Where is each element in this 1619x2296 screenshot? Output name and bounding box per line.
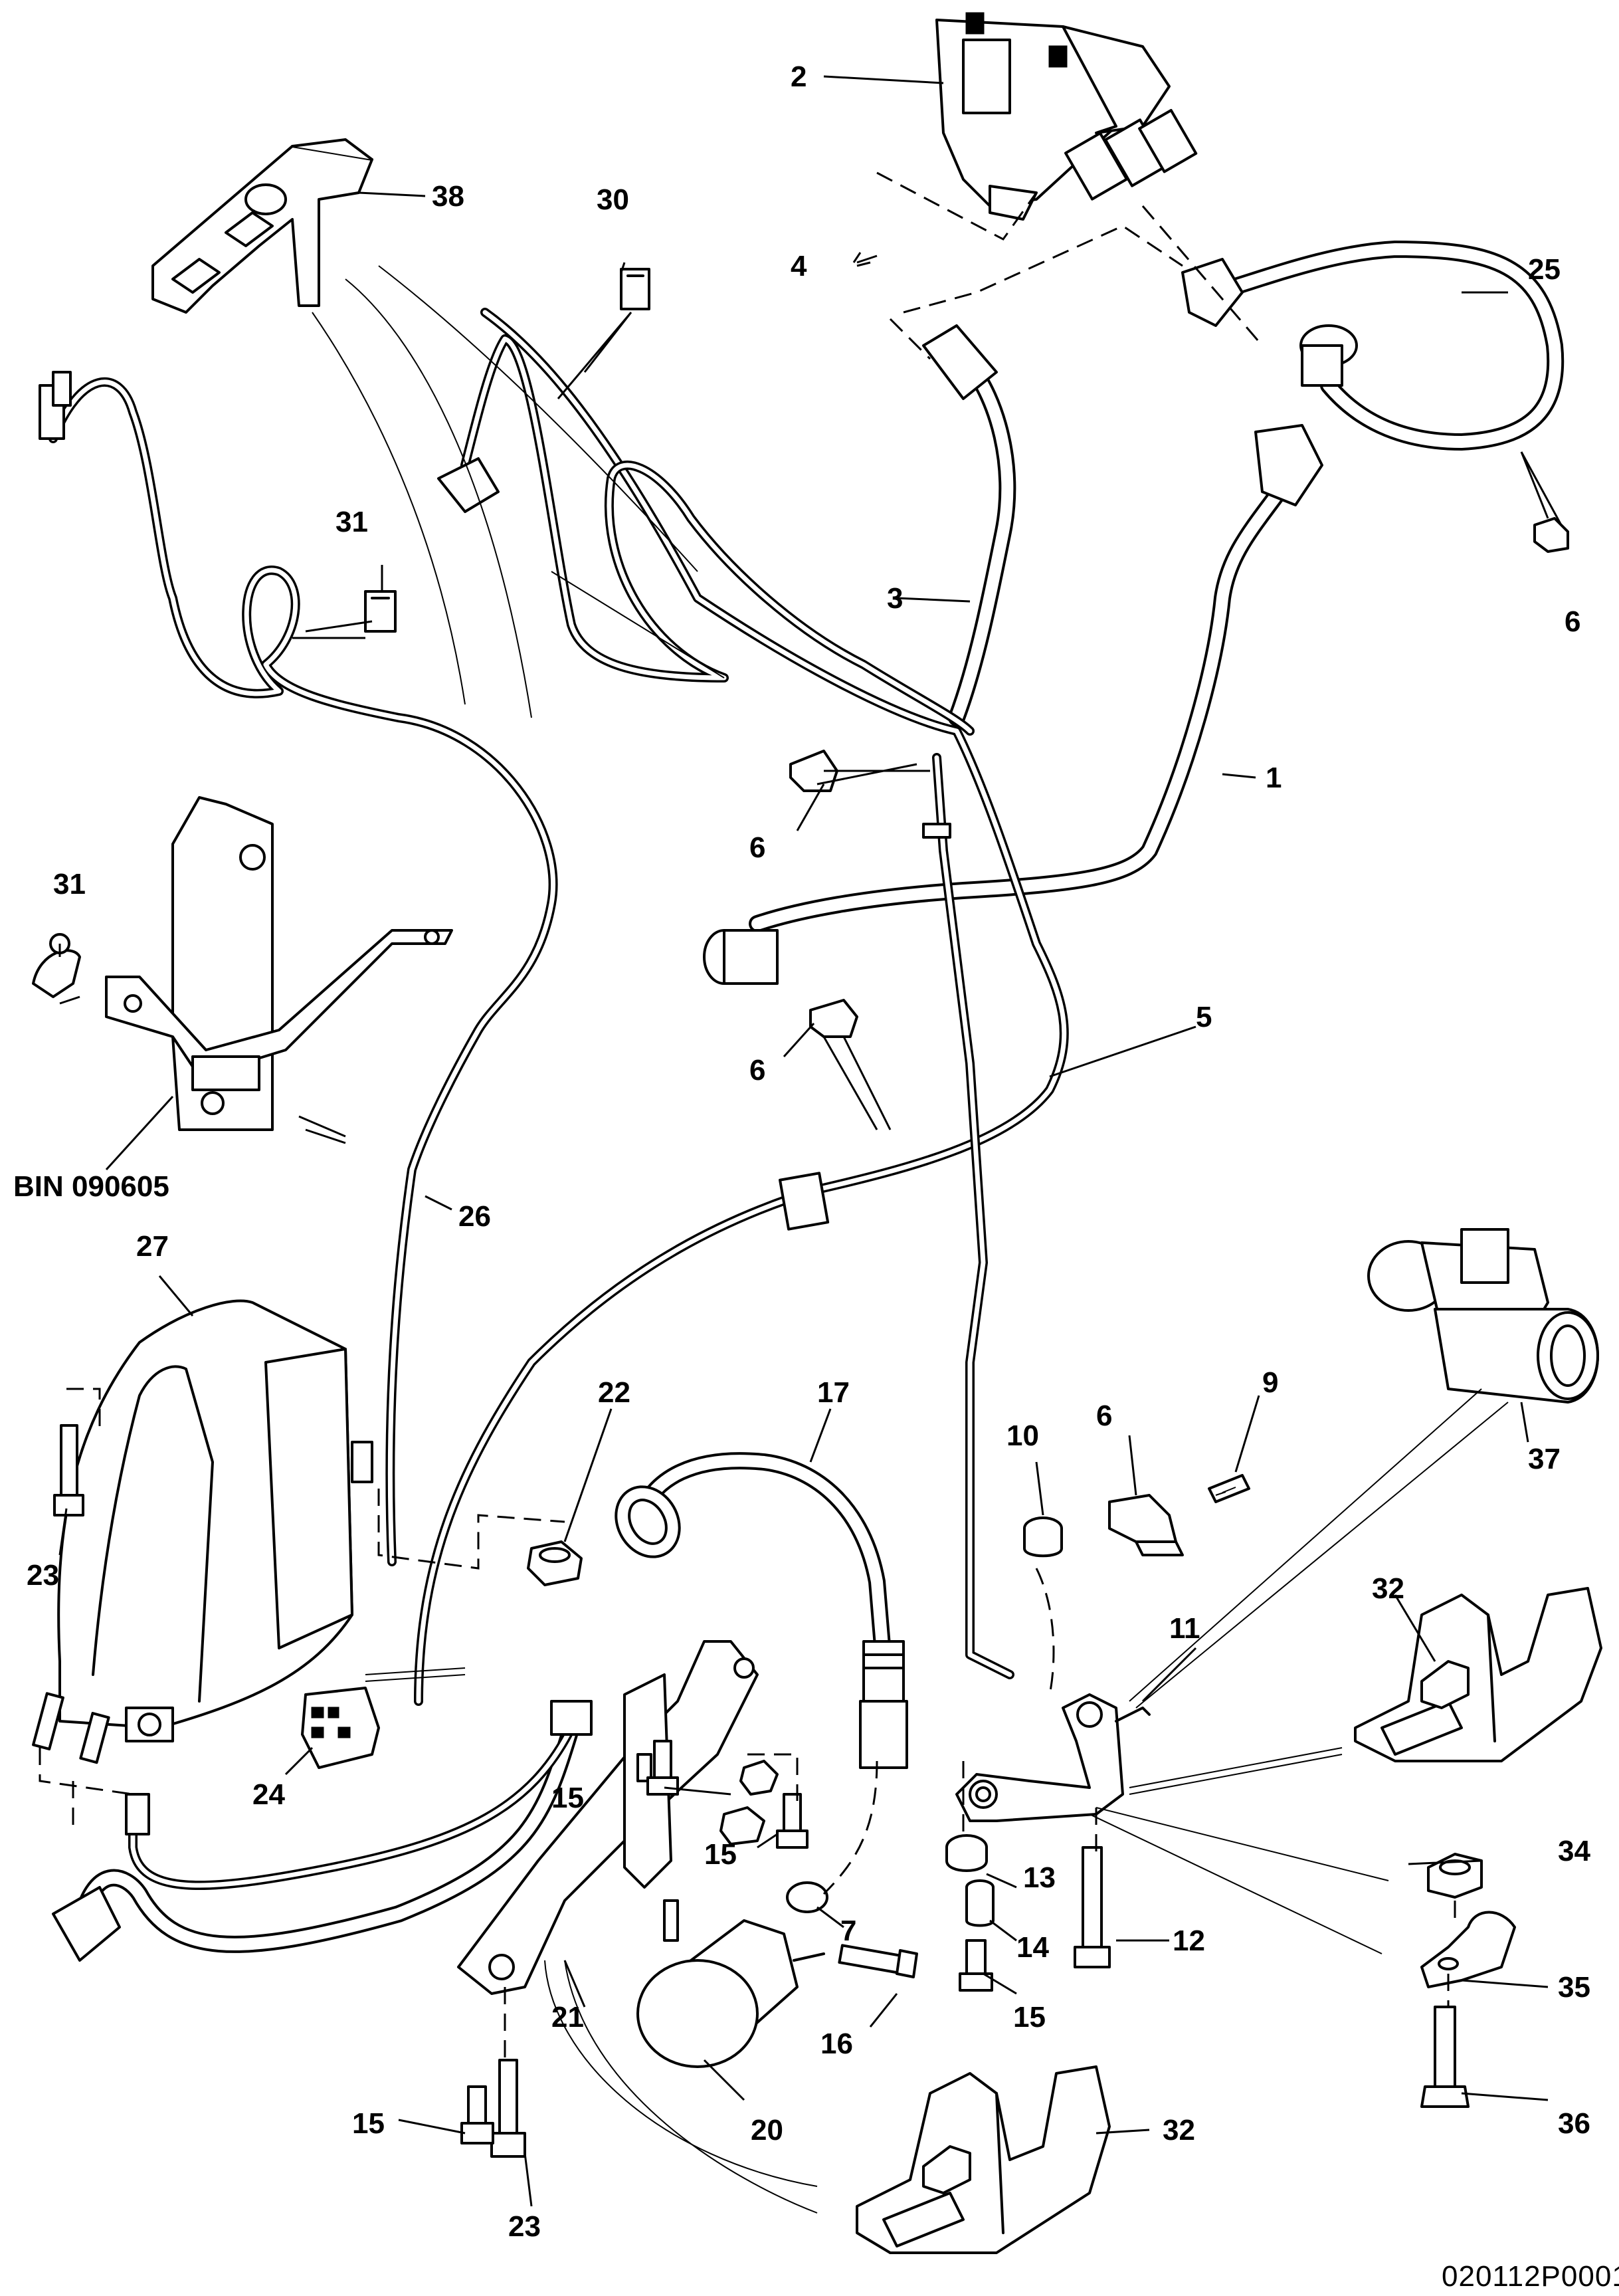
callout-labels: 2 38 30 4 25 31 3 6 1 6 31 5 6 BIN 09060…	[13, 60, 1619, 2293]
callout-25: 25	[1528, 253, 1561, 286]
part-23-bolt-upper	[53, 1424, 84, 1516]
callout-6-middle: 6	[749, 831, 765, 864]
part-30-clip	[620, 268, 650, 310]
callout-14: 14	[1016, 1931, 1049, 1964]
callout-15-b: 15	[704, 1838, 737, 1871]
callout-6-lower-middle: 6	[749, 1054, 765, 1087]
callout-5: 5	[1196, 1001, 1212, 1033]
part-14-spacer	[965, 1879, 995, 1927]
callout-11: 11	[1169, 1612, 1200, 1645]
part-31-clip-left	[32, 933, 81, 998]
leader-lines	[58, 75, 1563, 2207]
part-31-clip-upper	[364, 590, 397, 633]
callout-34: 34	[1558, 1835, 1590, 1867]
part-24-connector	[301, 1687, 380, 1769]
callout-27: 27	[136, 1230, 169, 1263]
part-13-grommet	[945, 1834, 988, 1872]
part-7-clip	[786, 1881, 828, 1913]
part-25-hose	[1181, 241, 1565, 451]
part-21-bracket	[457, 1640, 759, 1995]
callout-4: 4	[791, 250, 807, 282]
callout-31-left: 31	[53, 868, 86, 900]
part-15-bolt-b	[776, 1793, 809, 1849]
drawing-number: 020112P0001	[1442, 2260, 1619, 2293]
part-32-clamp-lower	[856, 2065, 1111, 2254]
callout-35: 35	[1558, 1971, 1590, 2004]
part-38-bracket	[151, 138, 373, 314]
part-34-nut	[1427, 1853, 1483, 1899]
part-15-nut-c	[719, 1760, 779, 1845]
callout-38: 38	[432, 180, 464, 213]
callout-15-d: 15	[352, 2107, 385, 2140]
part-1-hose	[703, 424, 1323, 985]
callout-36: 36	[1558, 2107, 1590, 2140]
part-16-bolt	[838, 1944, 918, 1978]
part-20-fuel-filter	[636, 1899, 825, 2068]
part-36-bolt	[1420, 2006, 1470, 2108]
callout-7: 7	[840, 1915, 856, 1947]
callout-15-a: 15	[551, 1782, 584, 1814]
callout-3: 3	[887, 582, 903, 615]
part-11-bracket	[955, 1693, 1151, 1822]
part-6-clip-lower-middle	[809, 999, 858, 1038]
callout-24: 24	[252, 1778, 285, 1811]
part-15-bolt-a	[646, 1740, 679, 1796]
part-26-pipe	[39, 371, 558, 1566]
alignment-lines	[39, 171, 1456, 2060]
callout-12: 12	[1173, 1925, 1205, 1957]
callout-32-lower: 32	[1163, 2114, 1195, 2146]
part-27-charcoal-canister	[32, 1299, 373, 1764]
callout-10: 10	[1006, 1419, 1039, 1452]
lower-hose	[52, 1700, 593, 1962]
part-10-sleeve	[1023, 1516, 1063, 1558]
part-23-bolt-lower	[490, 2059, 526, 2158]
callout-31-upper: 31	[335, 506, 368, 538]
callout-20: 20	[751, 2114, 783, 2146]
part-35-p-clamp	[1420, 1911, 1516, 1988]
part-5-pipe	[414, 308, 1069, 1706]
callout-15-c: 15	[1013, 2001, 1046, 2034]
part-15-bolt-right	[959, 1939, 993, 1992]
callout-1: 1	[1266, 762, 1282, 794]
part-37-electrical-connector	[1367, 1228, 1599, 1404]
part-6-clip-upper-right	[1533, 517, 1569, 553]
callout-9: 9	[1262, 1366, 1278, 1399]
callout-13: 13	[1023, 1861, 1056, 1894]
bin-bracket	[105, 796, 453, 1131]
guide-lines	[312, 265, 1509, 2214]
part-6-clip-lower	[1108, 1494, 1184, 1556]
loop-pipe	[437, 334, 975, 736]
vertical-fuel-pipe	[922, 753, 1014, 1679]
part-22-nut	[527, 1540, 583, 1586]
part-12-bolt	[1074, 1846, 1111, 1968]
callout-37: 37	[1528, 1443, 1561, 1475]
part-17-hose	[615, 1452, 908, 1769]
callout-22: 22	[598, 1376, 630, 1409]
callout-32-upper: 32	[1372, 1572, 1404, 1605]
callout-17: 17	[817, 1376, 850, 1409]
part-6-clip-middle	[789, 750, 838, 792]
callout-6-upper-right: 6	[1565, 605, 1580, 638]
callout-30: 30	[597, 183, 629, 216]
callout-23-upper: 23	[27, 1559, 59, 1592]
callout-21: 21	[551, 2001, 584, 2034]
callout-23-lower: 23	[508, 2210, 541, 2243]
part-3-hose	[922, 324, 1016, 726]
part-32-clamp-upper	[1354, 1587, 1602, 1762]
callout-16: 16	[820, 2028, 853, 2060]
callout-26: 26	[458, 1200, 491, 1233]
callout-bin: BIN 090605	[13, 1170, 169, 1203]
callout-6-lower: 6	[1096, 1400, 1112, 1432]
part-9-screw	[1208, 1474, 1250, 1503]
part-15-bolt-lower-left	[460, 2085, 494, 2144]
callout-2: 2	[791, 60, 807, 93]
part-2-purge-valve	[935, 12, 1198, 221]
pipe-sleeve	[779, 1172, 830, 1231]
